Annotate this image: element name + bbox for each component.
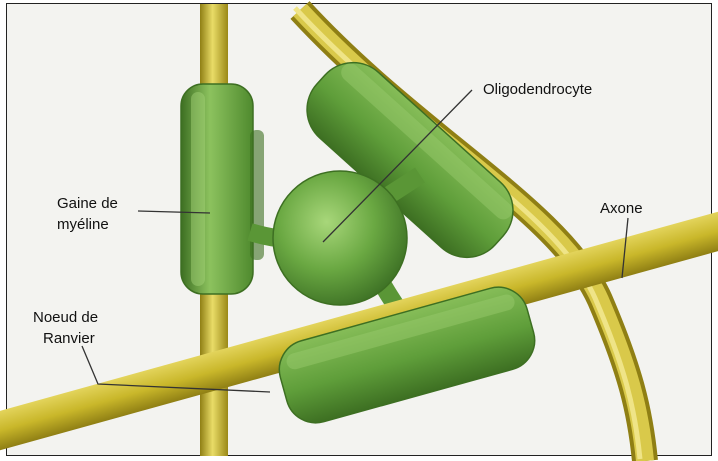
label-noeud-line2: Ranvier <box>43 329 95 349</box>
label-noeud-line1: Noeud de <box>33 308 98 328</box>
label-oligodendrocyte: Oligodendrocyte <box>483 80 592 100</box>
oligodendrocyte-soma <box>273 171 407 305</box>
label-gaine-line1: Gaine de <box>57 194 118 214</box>
label-axone: Axone <box>600 199 643 219</box>
label-gaine-line2: myéline <box>57 215 109 235</box>
myelin-sheath-vertical <box>181 84 264 294</box>
